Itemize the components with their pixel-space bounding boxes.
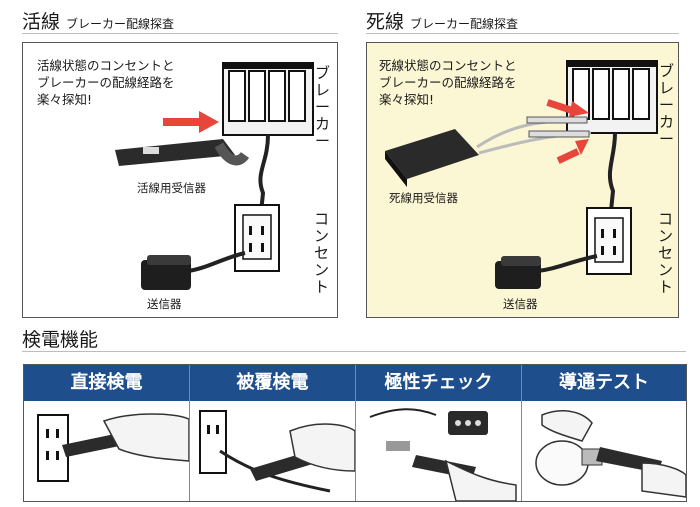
live-receiver-label: 活線用受信器 [137, 181, 206, 195]
outlet-icon [199, 410, 227, 474]
live-title: 活線 [22, 11, 61, 33]
feature-image-polarity [356, 401, 521, 502]
features-title-rule [22, 351, 686, 352]
feature-image-continuity [522, 401, 687, 501]
feature-header-direct: 直接検電 [24, 365, 189, 401]
dead-subtitle: ブレーカー配線探査 [410, 17, 519, 31]
dead-receiver-label: 死線用受信器 [389, 191, 458, 205]
dead-desc-line-1: 死線状態のコンセントと [379, 58, 517, 73]
live-panel: 活線状態のコンセントと ブレーカーの配線経路を 楽々探知! ブレーカー コンセン… [22, 42, 338, 318]
feature-header-continuity: 導通テスト [522, 365, 686, 401]
live-desc-line-2: ブレーカーの配線経路を [37, 75, 175, 90]
live-outlet-label: コンセント [313, 210, 329, 296]
live-breaker-label: ブレーカー [314, 64, 330, 150]
dead-title-rule [366, 33, 679, 34]
live-title-rule [22, 33, 338, 34]
arrow-icon [546, 99, 589, 164]
hand-icon [102, 413, 190, 462]
features-grid: 直接検電 被覆検電 極性チェック [23, 364, 687, 502]
dead-panel: 死線状態のコンセントと ブレーカーの配線経路を 楽々探知! ブレーカー コンセン… [366, 42, 679, 318]
hand-icon [444, 459, 517, 502]
live-transmitter-label: 送信器 [147, 297, 182, 311]
feature-divider [189, 365, 190, 501]
dead-desc-line-2: ブレーカーの配線経路を [379, 75, 517, 90]
receiver-icon [115, 139, 250, 166]
hand-icon [541, 410, 593, 442]
live-section-title: 活線ブレーカー配線探査 [22, 7, 174, 34]
feature-image-direct [24, 401, 190, 501]
bulb-icon [535, 440, 589, 486]
breaker-icon [222, 62, 314, 136]
feature-divider [521, 365, 522, 501]
dead-illustration [385, 60, 658, 289]
feature-image-insulated [190, 401, 356, 501]
dead-transmitter-label: 送信器 [503, 297, 538, 311]
receiver-icon [385, 116, 592, 187]
outlet-icon [234, 204, 280, 272]
dead-description: 死線状態のコンセントと ブレーカーの配線経路を 楽々探知! [379, 57, 517, 108]
dead-outlet-label: コンセント [657, 210, 673, 296]
transmitter-icon [141, 255, 191, 290]
dead-desc-line-3: 楽々探知! [379, 92, 435, 107]
arrow-icon [163, 111, 219, 133]
outlet-icon [586, 207, 632, 275]
dead-breaker-label: ブレーカー [658, 62, 674, 148]
live-illustration [115, 62, 314, 290]
live-subtitle: ブレーカー配線探査 [66, 17, 175, 31]
live-description: 活線状態のコンセントと ブレーカーの配線経路を 楽々探知! [37, 57, 175, 108]
live-desc-line-3: 楽々探知! [37, 92, 93, 107]
features-title: 検電機能 [22, 329, 99, 351]
feature-divider [355, 365, 356, 501]
hand-icon [641, 462, 687, 498]
feature-header-insulated: 被覆検電 [190, 365, 355, 401]
dead-section-title: 死線ブレーカー配線探査 [366, 7, 518, 34]
features-section-title: 検電機能 [22, 325, 98, 352]
dead-title: 死線 [366, 11, 405, 33]
live-desc-line-1: 活線状態のコンセントと [37, 58, 175, 73]
transmitter-icon [495, 256, 541, 289]
feature-header-polarity: 極性チェック [356, 365, 521, 401]
